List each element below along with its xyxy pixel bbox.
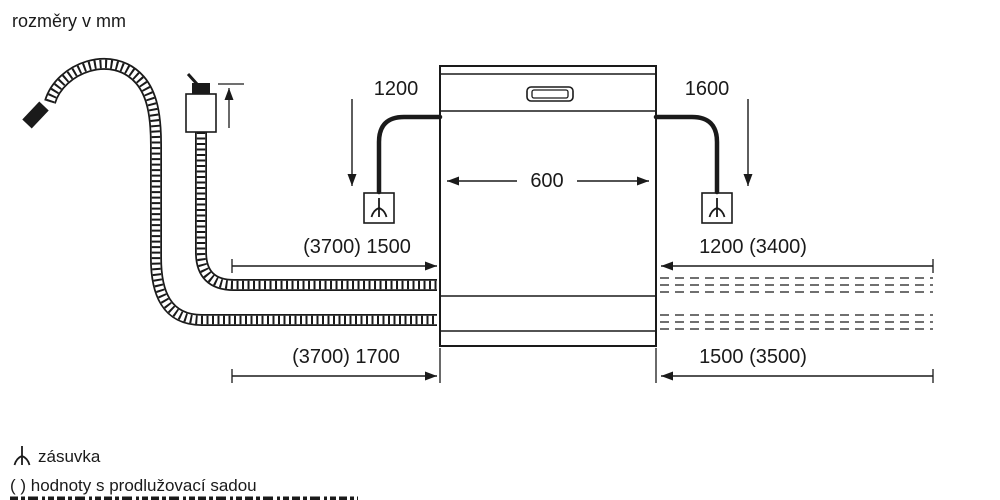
- tap-handle: [186, 72, 199, 86]
- socket-box: [701, 192, 733, 224]
- dishwasher: [439, 65, 657, 347]
- lower-left-label: (3700) 1700: [292, 346, 400, 368]
- socket-legend-icon: [13, 446, 31, 466]
- cord-left-dimension: 1200: [347, 78, 419, 186]
- socket-icon: [708, 198, 726, 218]
- power-cord-right: [653, 114, 720, 195]
- power-cord-left: [376, 114, 443, 195]
- width-label: 600: [530, 170, 563, 192]
- extension-note: ( ) hodnoty s prodlužovací sadou: [10, 476, 257, 495]
- socket-left: [363, 192, 395, 224]
- tap-body: [185, 93, 217, 133]
- width-dimension: 600: [447, 166, 649, 192]
- socket-right: [701, 192, 733, 224]
- extension-lines: [439, 348, 657, 383]
- control-display: [526, 86, 574, 102]
- socket-legend-label: zásuvka: [38, 447, 101, 466]
- cord-right-dimension: 1600: [685, 78, 753, 186]
- cord-left-label: 1200: [374, 78, 419, 100]
- upper-right-label: 1200 (3400): [699, 236, 807, 258]
- tap-valve: [192, 83, 210, 94]
- upper-left-label: (3700) 1500: [303, 236, 411, 258]
- legend: zásuvka ( ) hodnoty s prodlužovací sadou: [10, 446, 358, 500]
- drain-hose-nozzle-core: [27, 106, 45, 124]
- extension-hoses-dashed: [660, 277, 933, 330]
- dishwasher-outline: [439, 65, 657, 347]
- water-tap: [185, 72, 244, 133]
- drain-hose: [22, 57, 437, 326]
- socket-box: [363, 192, 395, 224]
- lower-left-dimension: (3700) 1700: [231, 346, 437, 383]
- supply-hose: [195, 132, 437, 291]
- cord-right-label: 1600: [685, 78, 730, 100]
- control-display-inner: [531, 89, 569, 99]
- lower-right-label: 1500 (3500): [699, 346, 807, 368]
- socket-icon: [370, 198, 388, 218]
- page-title: rozměry v mm: [12, 11, 126, 31]
- upper-left-dimension: (3700) 1500: [231, 236, 437, 273]
- lower-right-dimension: 1500 (3500): [661, 346, 934, 383]
- upper-right-dimension: 1200 (3400): [661, 236, 934, 273]
- width-label-bg: [517, 166, 577, 191]
